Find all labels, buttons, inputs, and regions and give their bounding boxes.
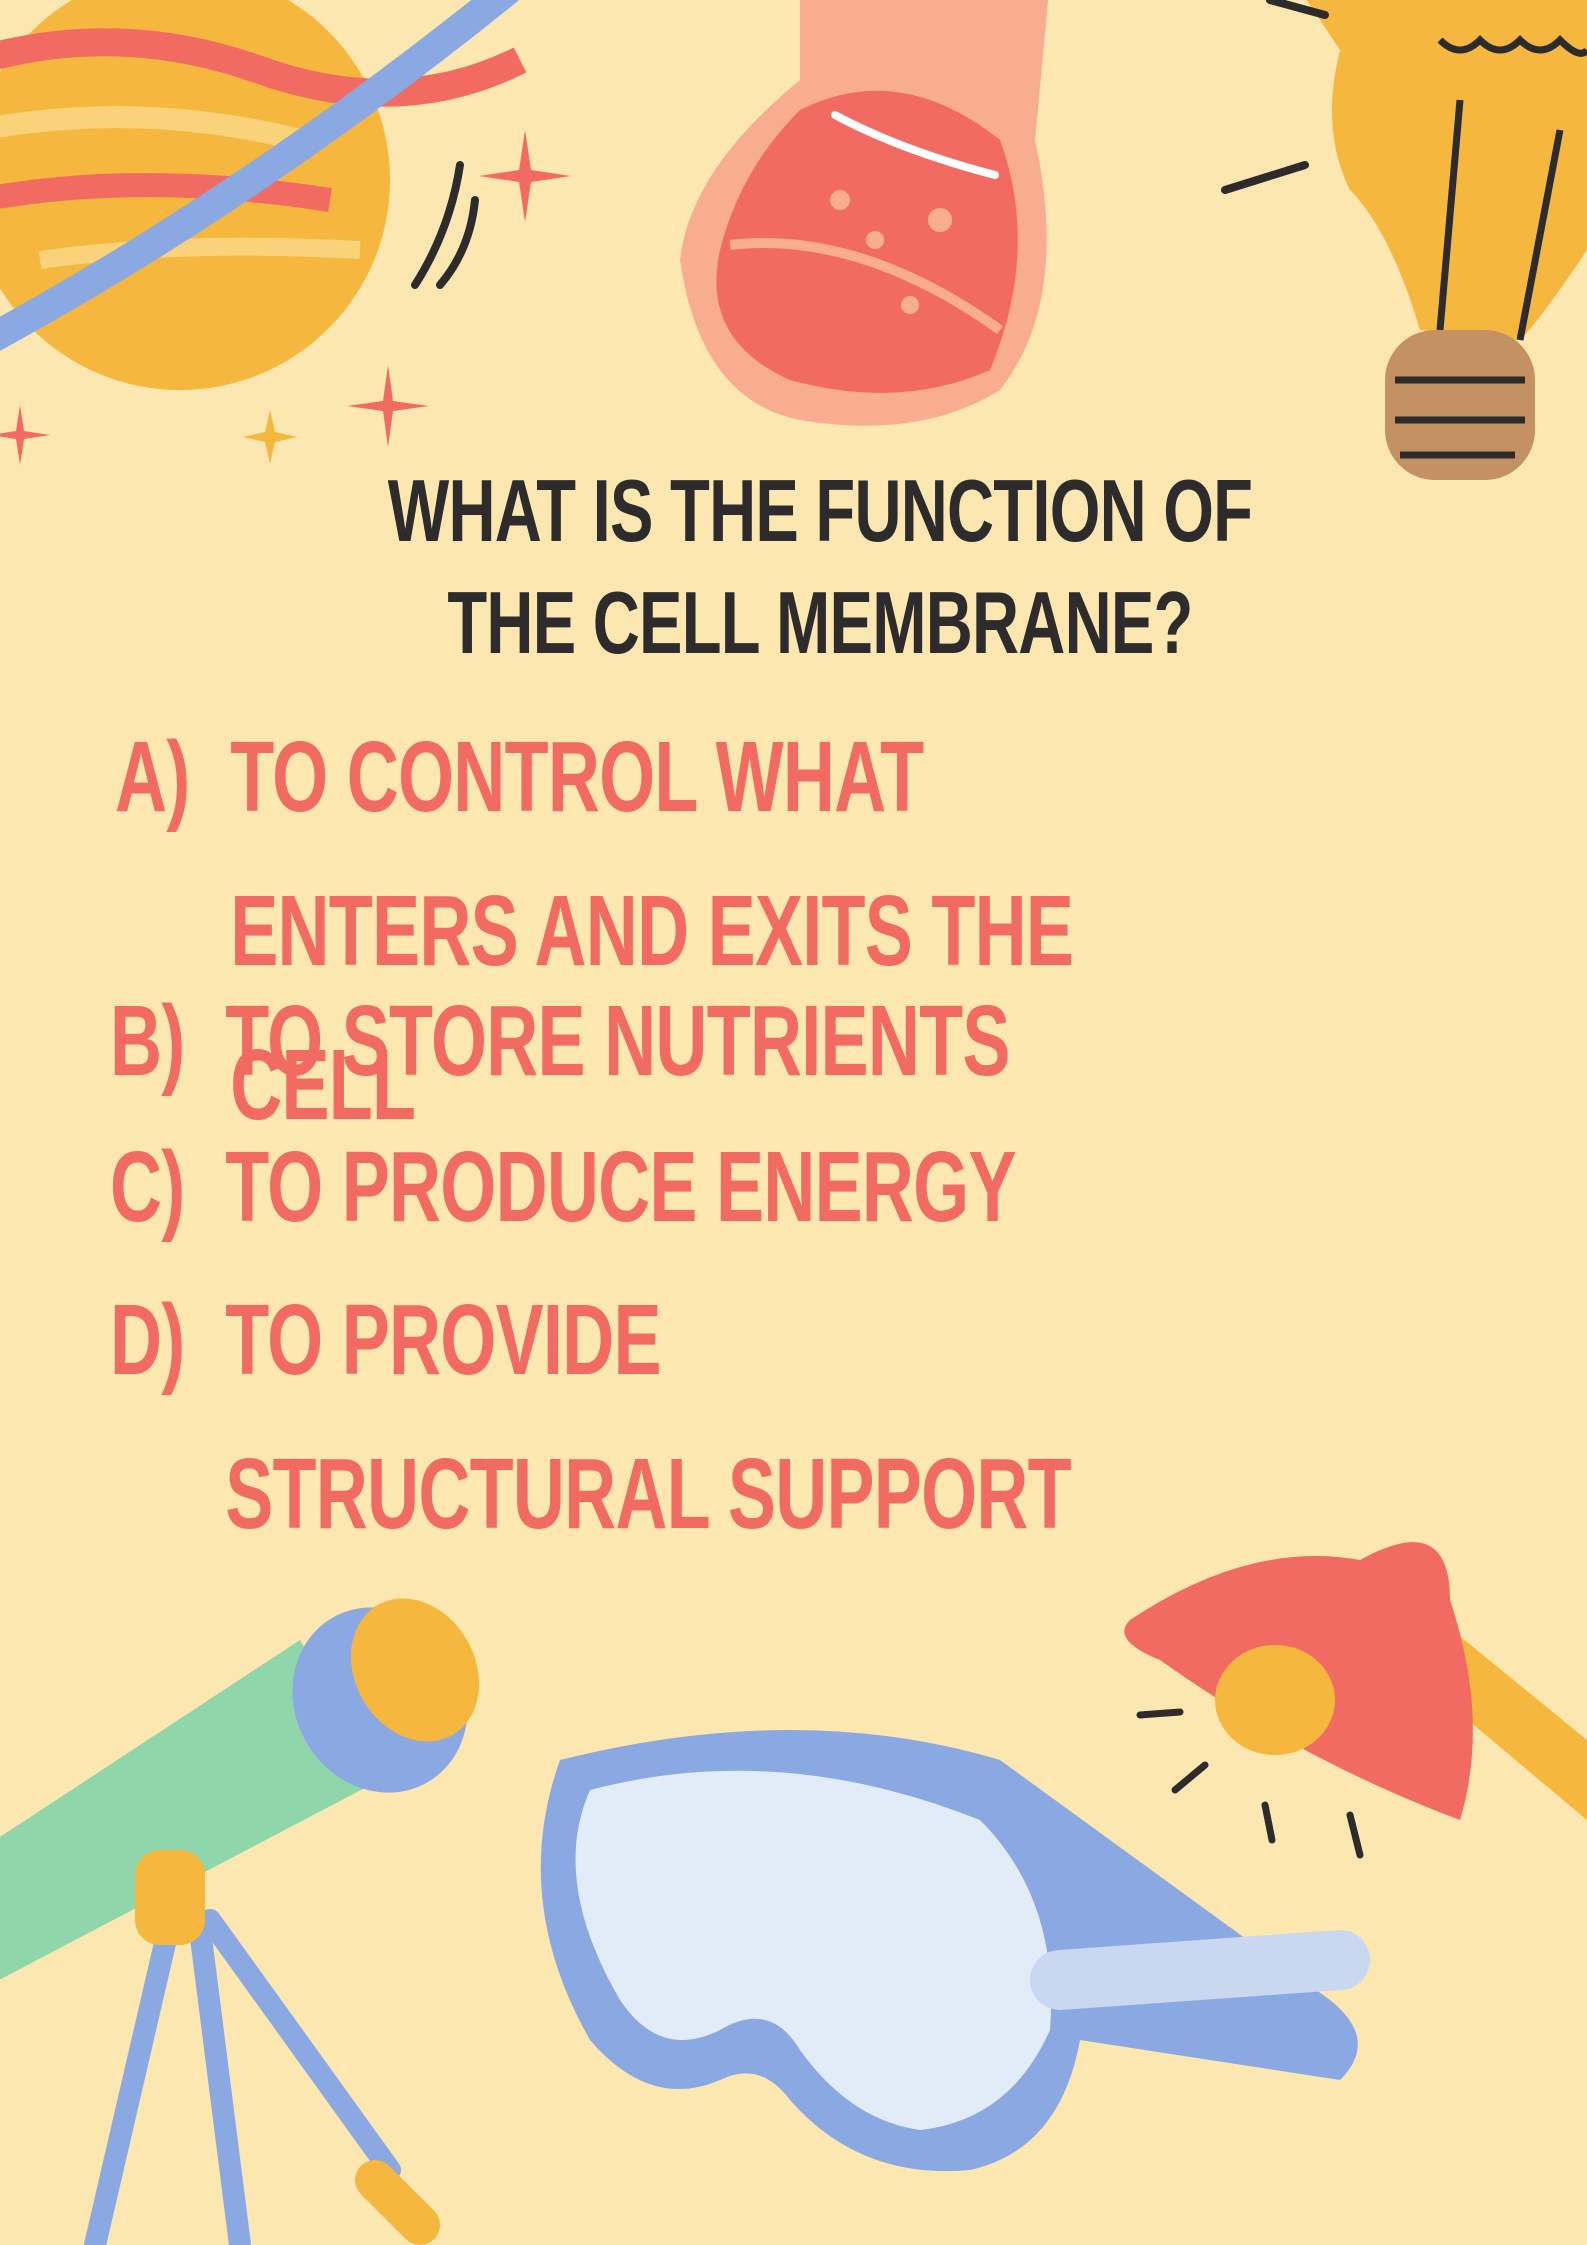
option-letter: A) [115,721,190,833]
option-c[interactable]: C) TO PRODUCE ENERGY [110,1110,1132,1264]
option-b[interactable]: B) TO STORE NUTRIENTS [110,964,1132,1118]
option-text: TO PROVIDE STRUCTURAL SUPPORT [225,1284,1071,1550]
safety-goggles-icon [540,1730,1370,2172]
option-d[interactable]: D) TO PROVIDE STRUCTURAL SUPPORT [110,1263,1132,1571]
option-text: TO PRODUCE ENERGY [225,1131,1016,1243]
lamp-icon [1124,1542,1587,1859]
telescope-icon [0,1598,480,2245]
option-letter: D) [110,1284,185,1396]
option-text: TO CONTROL WHAT ENTERS AND EXITS THE CEL… [230,721,1074,1141]
option-letter: C) [110,1131,185,1243]
flask-icon [680,0,1049,426]
option-a[interactable]: A) TO CONTROL WHAT ENTERS AND EXITS THE C… [115,700,1137,1162]
light-bulb-icon [1221,0,1587,480]
option-letter: B) [110,985,185,1097]
sparkle-icon [0,130,571,465]
planet-icon [0,0,527,390]
option-text: TO STORE NUTRIENTS [225,985,1010,1097]
question-heading: WHAT IS THE FUNCTION OF THE CELL MEMBRAN… [387,461,1253,672]
